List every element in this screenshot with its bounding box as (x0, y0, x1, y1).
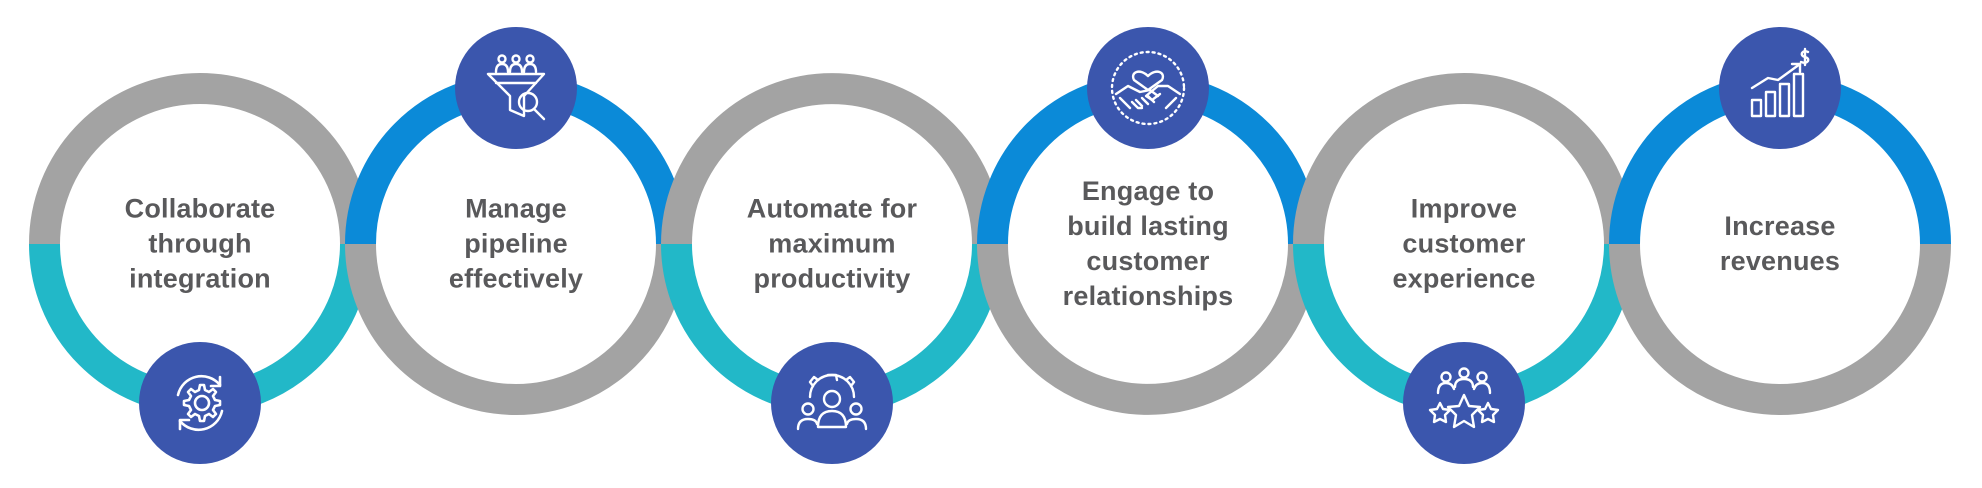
ring-4-bottom-arc (977, 243, 1319, 415)
step-label-automate: Automate for maximum productivity (746, 193, 918, 294)
handshake-heart-icon (1087, 27, 1209, 149)
gear-sync-icon (139, 342, 261, 464)
ring-1-center (61, 105, 339, 383)
ring-5-top-arc (1293, 73, 1635, 245)
team-gear-icon (771, 342, 893, 464)
ring-5-center (1325, 105, 1603, 383)
ring-3-top-arc (661, 73, 1003, 245)
ring-3-center (693, 105, 971, 383)
step-label-engage: Engage to build lasting customer relatio… (1062, 176, 1234, 311)
ring-2-bottom-arc (345, 243, 687, 415)
people-stars-icon (1403, 342, 1525, 464)
step-label-experience: Improve customer experience (1392, 193, 1536, 294)
ring-1-top-arc (29, 73, 371, 245)
step-label-pipeline: Manage pipeline effectively (448, 193, 584, 294)
ring-2-center (377, 105, 655, 383)
ring-6-bottom-arc (1609, 243, 1951, 415)
ring-6-center (1641, 105, 1919, 383)
funnel-search-icon (455, 27, 577, 149)
ring-4-center (1009, 105, 1287, 383)
step-label-collaborate: Collaborate through integration (124, 193, 276, 294)
step-label-revenues: Increase revenues (1719, 211, 1841, 276)
growth-chart-icon (1719, 27, 1841, 149)
